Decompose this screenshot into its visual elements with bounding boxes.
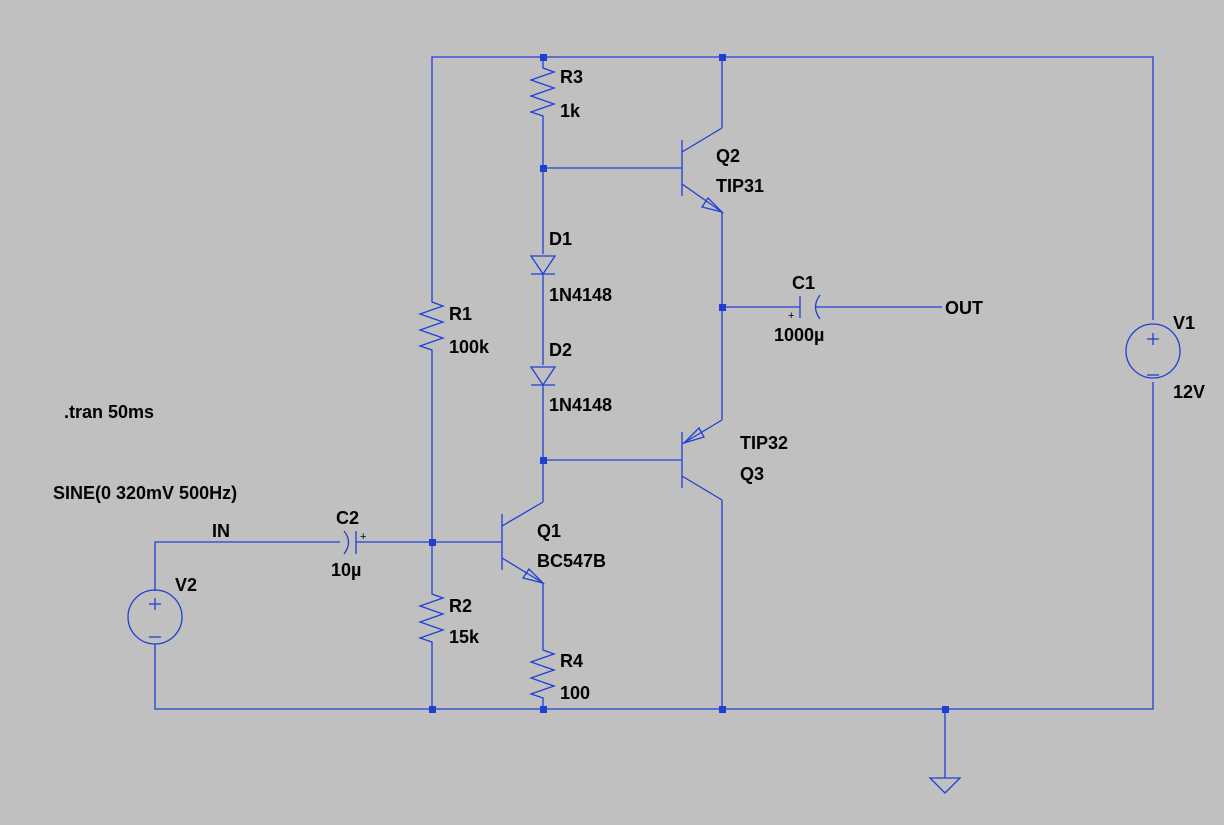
capacitor-c2-plate-minus	[343, 530, 350, 555]
ground-symbol[interactable]	[928, 777, 962, 794]
diode-d2-symbol	[529, 366, 557, 387]
diode-d2-name: D2	[549, 340, 572, 360]
junction-dot	[942, 706, 949, 713]
capacitor-c2-plus-mark: +	[360, 531, 366, 543]
resistor-r2[interactable]: R2 15k	[417, 590, 480, 650]
junction-dot	[540, 706, 547, 713]
capacitor-c2-value: 10µ	[331, 560, 361, 580]
transistor-q1-collector	[501, 501, 544, 527]
transistor-q2-collector	[681, 127, 723, 153]
resistor-r4-name: R4	[560, 651, 583, 671]
spice-directive-tran[interactable]: .tran 50ms	[64, 402, 154, 422]
wire-ground-rail[interactable]	[154, 382, 1154, 710]
transistor-q2-value: TIP31	[716, 176, 764, 196]
voltage-source-v1[interactable]: V1 12V	[1125, 313, 1205, 402]
junction-dot	[719, 706, 726, 713]
resistor-r2-name: R2	[449, 596, 472, 616]
resistor-r4-value: 100	[560, 683, 590, 703]
net-label-in[interactable]: IN	[212, 521, 230, 541]
transistor-q1[interactable]: Q1 BC547B	[501, 501, 606, 585]
junction-dot	[540, 54, 547, 61]
transistor-q1-arrow	[521, 567, 546, 585]
transistor-q3-collector	[681, 475, 723, 501]
resistor-r4[interactable]: R4 100	[528, 646, 590, 703]
resistor-r3-value: 1k	[560, 101, 581, 121]
capacitor-c1[interactable]: + C1 1000µ	[774, 273, 824, 345]
diode-d1[interactable]: D1 1N4148	[529, 229, 612, 305]
junction-dot	[540, 165, 547, 172]
capacitor-c1-value: 1000µ	[774, 325, 824, 345]
diode-d1-symbol	[529, 255, 557, 276]
transistor-q1-name: Q1	[537, 521, 561, 541]
wire-in[interactable]	[154, 541, 340, 591]
resistor-r3[interactable]: R3 1k	[528, 64, 583, 121]
capacitor-c1-plus-mark: +	[788, 310, 794, 322]
voltage-source-v2-value: SINE(0 320mV 500Hz)	[53, 483, 237, 503]
junction-dot	[719, 54, 726, 61]
capacitor-c2-name: C2	[336, 508, 359, 528]
voltage-source-v1-symbol	[1125, 323, 1181, 379]
diode-d2-value: 1N4148	[549, 395, 612, 415]
voltage-source-v2-symbol	[127, 589, 183, 645]
wires	[154, 56, 1154, 778]
capacitor-c1-name: C1	[792, 273, 815, 293]
transistor-q3-emitter	[681, 419, 723, 445]
ground-icon	[928, 777, 962, 794]
junction-dot	[429, 539, 436, 546]
transistor-q3-name: Q3	[740, 464, 764, 484]
transistor-q2-emitter	[681, 183, 723, 213]
transistor-q2[interactable]: Q2 TIP31	[681, 127, 764, 214]
resistor-r1[interactable]: R1 100k	[417, 298, 490, 357]
resistor-r4-symbol	[528, 646, 556, 702]
resistor-r1-name: R1	[449, 304, 472, 324]
junction-dot	[540, 457, 547, 464]
junction-dot	[429, 706, 436, 713]
transistor-q2-arrow	[700, 196, 725, 214]
transistor-q2-name: Q2	[716, 146, 740, 166]
resistor-r1-symbol	[417, 298, 445, 356]
resistor-r1-value: 100k	[449, 337, 490, 357]
resistor-r3-symbol	[528, 64, 556, 120]
capacitor-c1-plate-minus	[814, 294, 821, 320]
voltage-source-v2-name: V2	[175, 575, 197, 595]
transistor-q3-arrow	[683, 426, 705, 444]
transistor-q1-value: BC547B	[537, 551, 606, 571]
junctions	[429, 54, 949, 713]
diode-d2[interactable]: D2 1N4148	[529, 340, 612, 415]
resistor-r2-value: 15k	[449, 627, 480, 647]
voltage-source-v1-value: 12V	[1173, 382, 1205, 402]
diode-d1-name: D1	[549, 229, 572, 249]
resistor-r3-name: R3	[560, 67, 583, 87]
transistor-q3[interactable]: TIP32 Q3	[681, 419, 788, 501]
transistor-q1-emitter	[501, 557, 544, 584]
junction-dot	[719, 304, 726, 311]
capacitor-c2[interactable]: + C2 10µ	[331, 508, 366, 580]
net-label-out[interactable]: OUT	[945, 298, 983, 318]
transistor-q3-value: TIP32	[740, 433, 788, 453]
resistor-r2-symbol	[417, 590, 445, 650]
diode-d1-value: 1N4148	[549, 285, 612, 305]
voltage-source-v2[interactable]: V2 SINE(0 320mV 500Hz)	[53, 483, 237, 645]
wire-top-rail[interactable]	[431, 56, 1154, 320]
voltage-source-v1-name: V1	[1173, 313, 1195, 333]
